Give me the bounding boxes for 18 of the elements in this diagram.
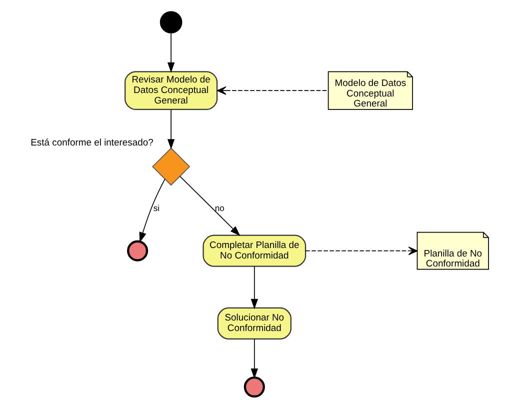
node-box: Revisar Modelo de Datos Conceptual General: [124, 71, 218, 110]
arrow: [167, 32, 175, 73]
node-diamond: [152, 148, 190, 186]
arrow: [250, 338, 258, 379]
node-box: Completar Planilla de No Conformidad: [202, 234, 306, 267]
node-circle: [160, 11, 182, 34]
arrow: [180, 176, 240, 236]
arrow: [250, 266, 258, 310]
arrow: [139, 178, 166, 243]
node-label: Está conforme el interesado?: [30, 137, 154, 148]
arrow: [167, 109, 175, 150]
edge-label: no: [214, 202, 224, 213]
node-circle: [244, 376, 265, 398]
arrow: [305, 246, 418, 256]
node-circle: [127, 240, 148, 262]
arrow: [216, 86, 329, 95]
edge-label: si: [153, 202, 160, 213]
node-box: Solucionar No Conformidad: [217, 307, 292, 340]
